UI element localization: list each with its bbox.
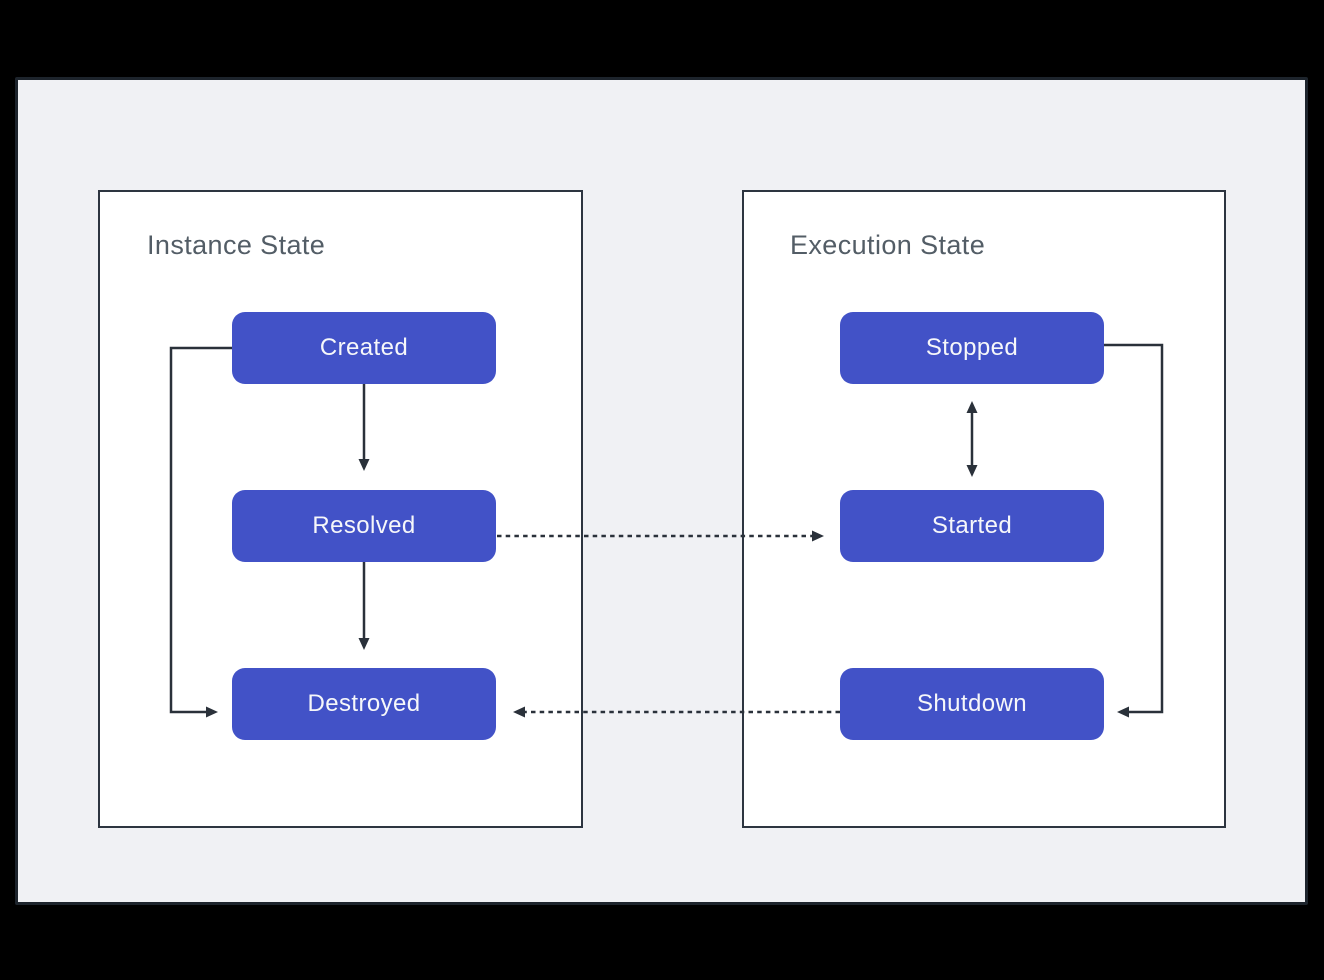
state-node-destroyed: Destroyed bbox=[232, 668, 496, 740]
instance-state-panel-title: Instance State bbox=[147, 230, 326, 260]
execution-state-panel-title: Execution State bbox=[790, 230, 986, 260]
state-node-stopped: Stopped bbox=[840, 312, 1104, 384]
state-node-resolved: Resolved bbox=[232, 490, 496, 562]
state-node-started: Started bbox=[840, 490, 1104, 562]
state-node-created: Created bbox=[232, 312, 496, 384]
state-node-shutdown: Shutdown bbox=[840, 668, 1104, 740]
